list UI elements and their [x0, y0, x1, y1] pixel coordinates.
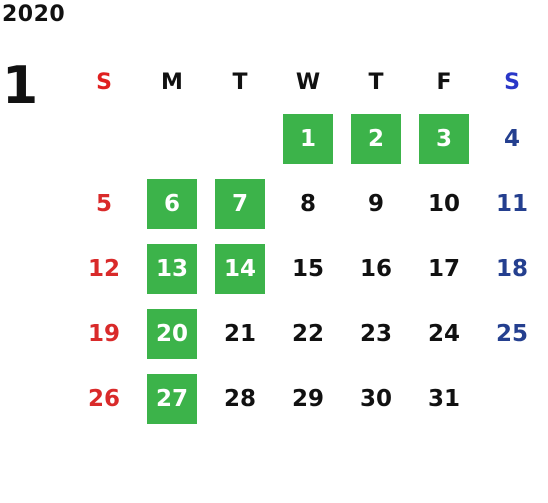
weekday-friday: F: [436, 69, 452, 95]
day-number[interactable]: 20: [147, 308, 197, 359]
day-cell: 18: [478, 236, 546, 301]
day-cell: 1: [274, 106, 342, 171]
day-cell: [70, 106, 138, 171]
day-cell: 7: [206, 171, 274, 236]
weekday-thursday: T: [368, 69, 384, 95]
day-number[interactable]: 27: [147, 373, 197, 424]
day-cell: 29: [274, 366, 342, 431]
day-number[interactable]: 7: [215, 178, 265, 229]
day-cell: 21: [206, 301, 274, 366]
day-number[interactable]: 18: [495, 255, 528, 282]
day-number[interactable]: 28: [223, 385, 256, 412]
day-cell: 31: [410, 366, 478, 431]
day-cell: [138, 106, 206, 171]
day-cell: 20: [138, 301, 206, 366]
day-cell: 4: [478, 106, 546, 171]
weekday-saturday: S: [504, 69, 520, 95]
empty-day: [147, 114, 197, 164]
day-number[interactable]: 23: [359, 320, 392, 347]
weekday-tuesday: T: [232, 69, 248, 95]
day-cell: [206, 106, 274, 171]
day-number[interactable]: 4: [503, 125, 520, 152]
day-number[interactable]: 15: [291, 255, 324, 282]
day-number[interactable]: 3: [419, 113, 469, 164]
day-cell: 28: [206, 366, 274, 431]
day-cell: 17: [410, 236, 478, 301]
day-number[interactable]: 31: [427, 385, 460, 412]
day-cell: 15: [274, 236, 342, 301]
day-cell: 10: [410, 171, 478, 236]
day-number[interactable]: 17: [427, 255, 460, 282]
day-number[interactable]: 8: [299, 190, 316, 217]
day-cell: 22: [274, 301, 342, 366]
day-cell: 12: [70, 236, 138, 301]
day-cell: 6: [138, 171, 206, 236]
day-number[interactable]: 16: [359, 255, 392, 282]
day-cell: 27: [138, 366, 206, 431]
day-cell: 24: [410, 301, 478, 366]
day-cell: 16: [342, 236, 410, 301]
day-number[interactable]: 24: [427, 320, 460, 347]
day-number[interactable]: 9: [367, 190, 384, 217]
day-number[interactable]: 19: [87, 320, 120, 347]
weekday-sunday: S: [96, 69, 112, 95]
weekday-wednesday: W: [295, 69, 321, 95]
day-cell: [478, 366, 546, 431]
day-number[interactable]: 6: [147, 178, 197, 229]
day-cell: 2: [342, 106, 410, 171]
day-cell: 14: [206, 236, 274, 301]
day-number[interactable]: 13: [147, 243, 197, 294]
week-row: 26 27 28 29 30 31: [70, 366, 546, 431]
empty-day: [487, 374, 537, 424]
day-number[interactable]: 30: [359, 385, 392, 412]
weekday-monday: M: [161, 69, 183, 95]
week-row: 12 13 14 15 16 17 18: [70, 236, 546, 301]
day-number[interactable]: 5: [95, 190, 112, 217]
day-cell: 9: [342, 171, 410, 236]
weekday-header-row: S M T W T F S: [70, 58, 546, 106]
day-number[interactable]: 2: [351, 113, 401, 164]
day-number[interactable]: 21: [223, 320, 256, 347]
day-number[interactable]: 1: [283, 113, 333, 164]
day-cell: 19: [70, 301, 138, 366]
day-number[interactable]: 22: [291, 320, 324, 347]
day-cell: 13: [138, 236, 206, 301]
year-label: 2020: [2, 2, 66, 27]
day-number[interactable]: 10: [427, 190, 460, 217]
day-number[interactable]: 11: [495, 190, 528, 217]
day-cell: 5: [70, 171, 138, 236]
day-cell: 30: [342, 366, 410, 431]
day-cell: 11: [478, 171, 546, 236]
week-row: 19 20 21 22 23 24 25: [70, 301, 546, 366]
day-cell: 25: [478, 301, 546, 366]
month-number: 1: [2, 56, 39, 116]
day-number[interactable]: 12: [87, 255, 120, 282]
day-cell: 8: [274, 171, 342, 236]
day-number[interactable]: 26: [87, 385, 120, 412]
empty-day: [215, 114, 265, 164]
day-cell: 3: [410, 106, 478, 171]
day-cell: 26: [70, 366, 138, 431]
day-cell: 23: [342, 301, 410, 366]
day-number[interactable]: 25: [495, 320, 528, 347]
day-number[interactable]: 14: [215, 243, 265, 294]
empty-day: [79, 114, 129, 164]
day-number[interactable]: 29: [291, 385, 324, 412]
